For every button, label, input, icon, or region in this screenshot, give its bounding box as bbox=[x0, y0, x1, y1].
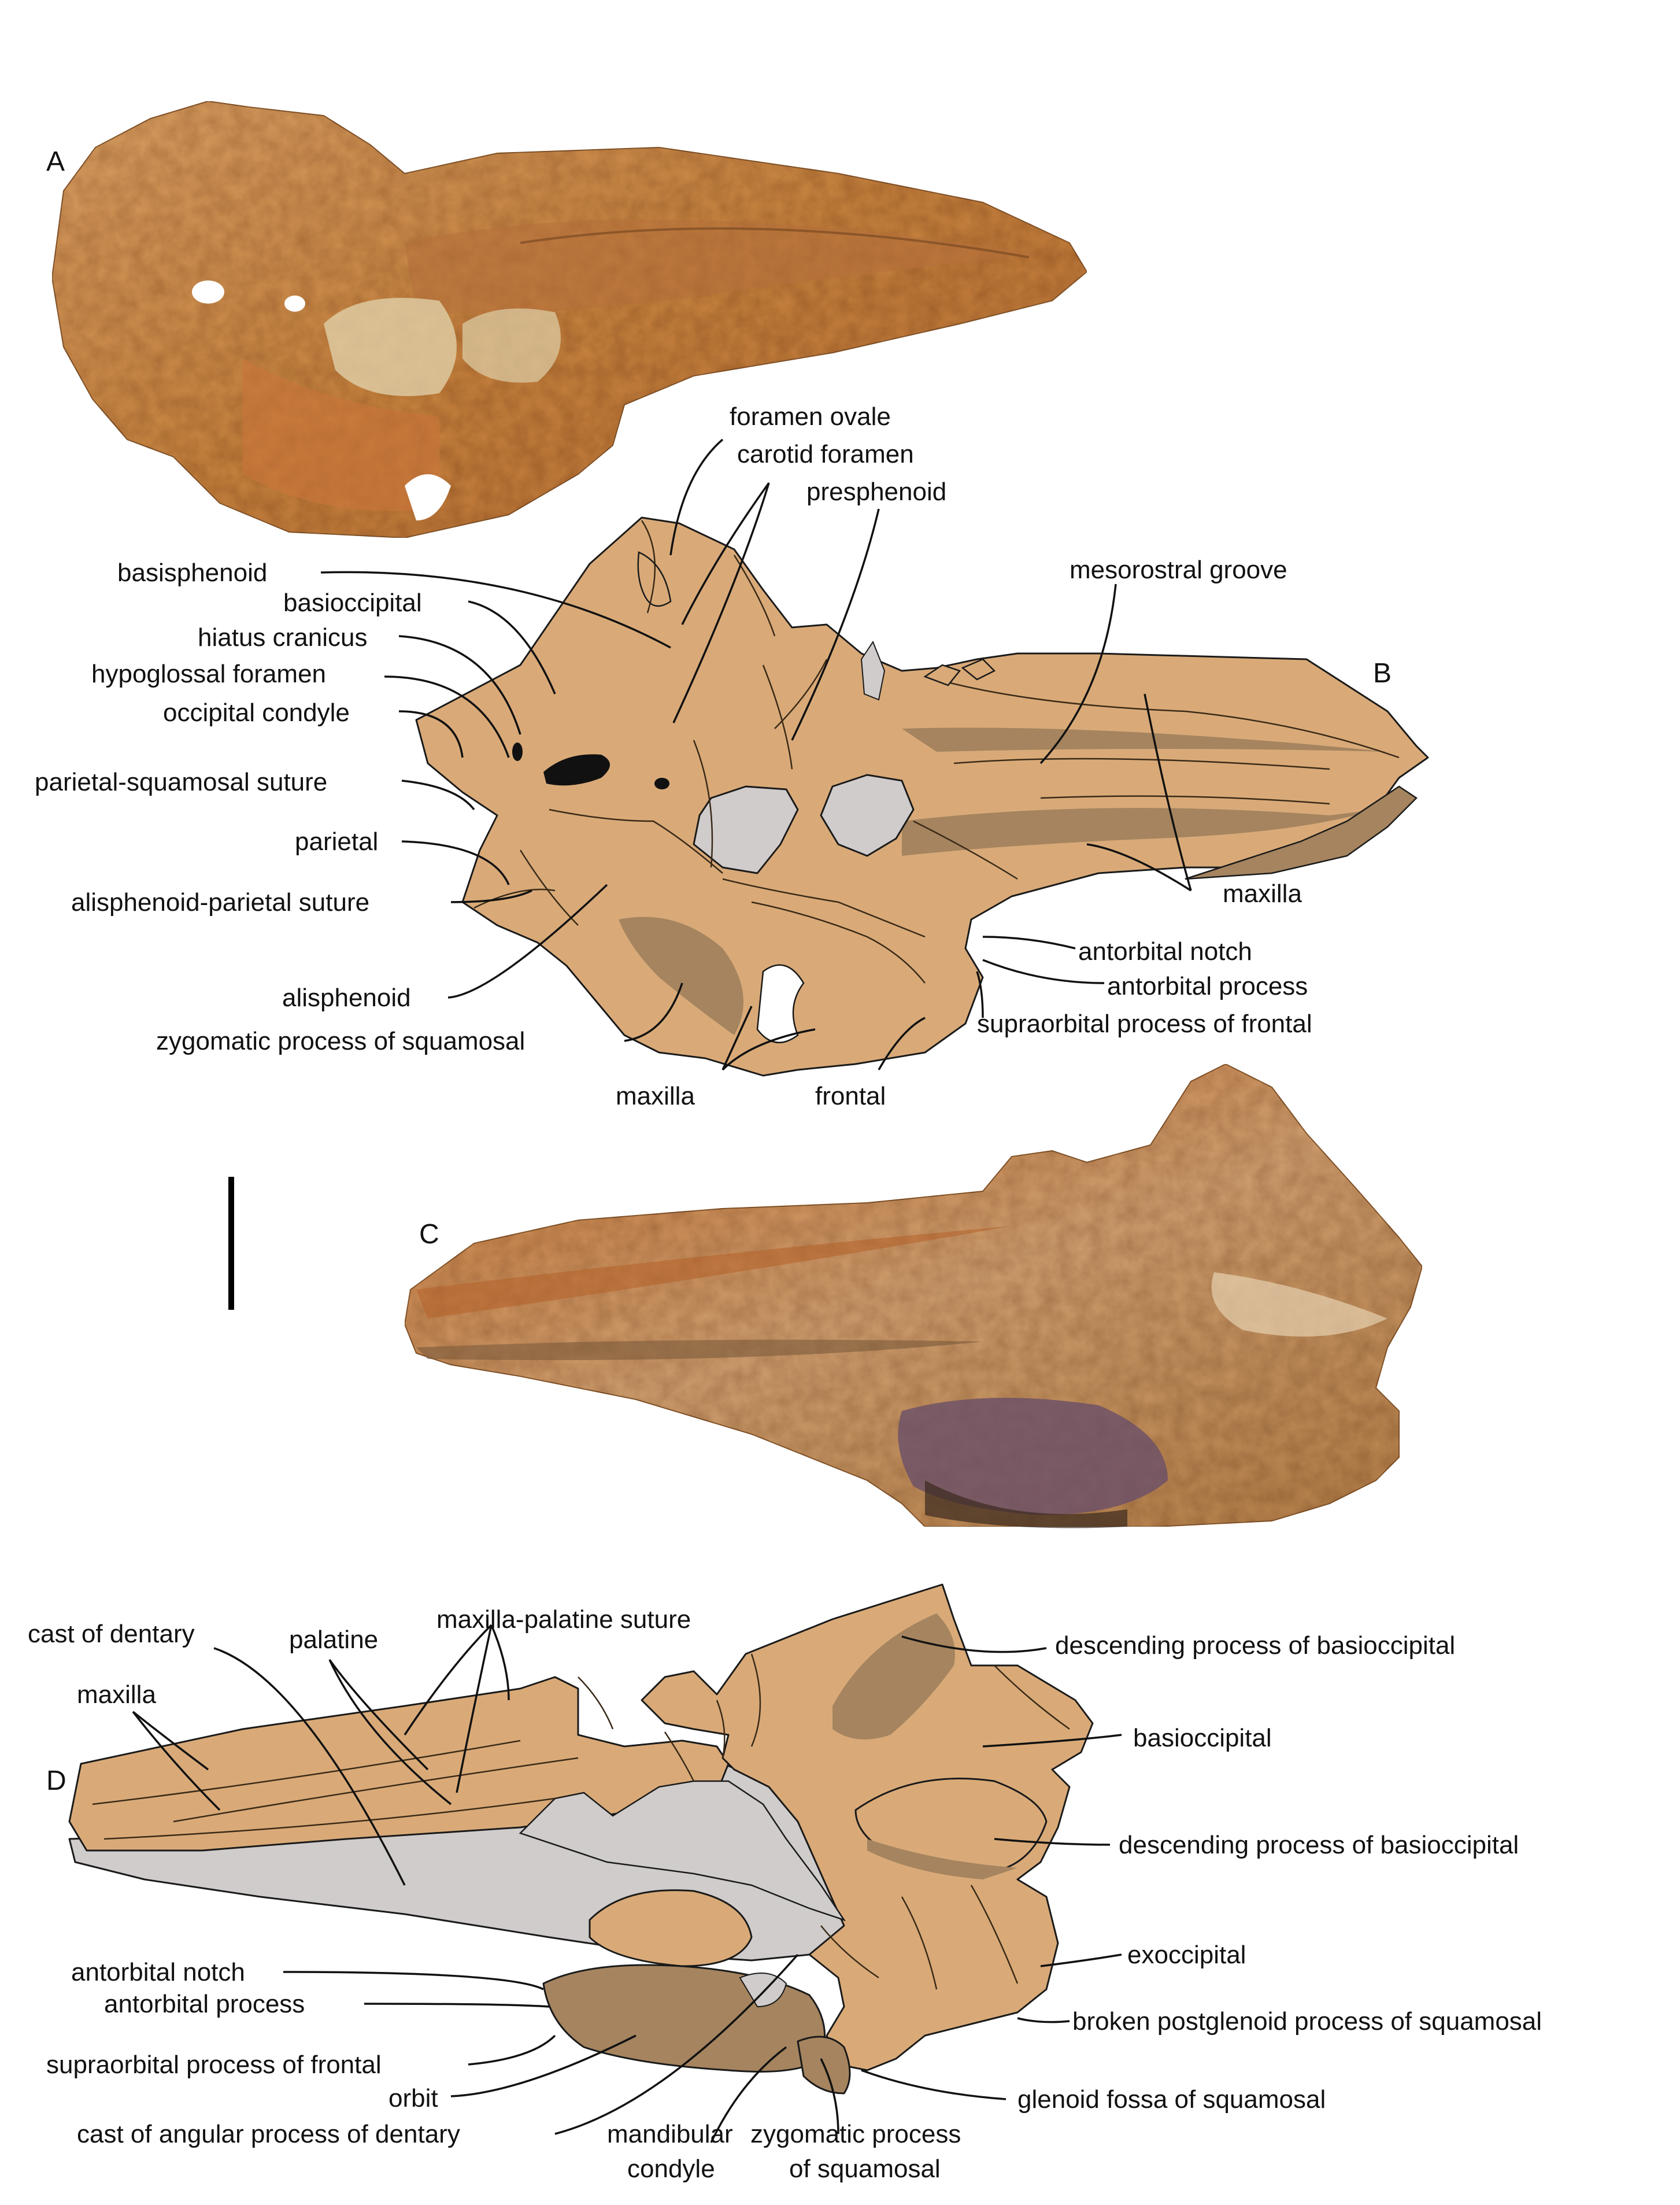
label-antorbital-process: antorbital process bbox=[1107, 972, 1308, 1000]
scale-bar bbox=[228, 1177, 234, 1310]
label-basioccipital: basioccipital bbox=[283, 589, 422, 617]
label-parietal-squamosal-suture: parietal-squamosal suture bbox=[35, 768, 327, 796]
panel-d-matrix bbox=[519, 1780, 846, 1922]
panel-b-zygomatic-shadow bbox=[619, 917, 743, 1035]
label-cast-of-angular-process: cast of angular process of dentary bbox=[77, 2120, 460, 2148]
label-basioccipital-d: basioccipital bbox=[1133, 1724, 1272, 1752]
label-orbit: orbit bbox=[388, 2084, 438, 2112]
panel-d-drawing: D bbox=[46, 1583, 1094, 2095]
label-zygomatic-process-2: of squamosal bbox=[789, 2155, 941, 2183]
panel-label-b: B bbox=[1373, 658, 1392, 689]
label-palatine: palatine bbox=[289, 1626, 378, 1654]
label-supraorbital-process-of-frontal: supraorbital process of frontal bbox=[977, 1010, 1312, 1038]
panel-b-hypoglossal-foramen bbox=[512, 743, 523, 761]
panel-b-foramen-small bbox=[654, 778, 669, 789]
label-hypoglossal-foramen: hypoglossal foramen bbox=[91, 660, 326, 688]
label-maxilla-palatine-suture: maxilla-palatine suture bbox=[436, 1605, 691, 1634]
panel-b-rostrum-edge bbox=[1185, 785, 1418, 880]
panel-label-d: D bbox=[46, 1766, 66, 1796]
panel-d-leaders bbox=[132, 1624, 1122, 2143]
panel-c-specimen: C bbox=[404, 1063, 1423, 1528]
label-supraorbital-process-d: supraorbital process of frontal bbox=[46, 2051, 382, 2079]
label-hiatus-cranicus: hiatus cranicus bbox=[198, 623, 367, 652]
label-antorbital-process-d: antorbital process bbox=[104, 1990, 305, 2018]
label-mandibular-condyle-1: mandibular bbox=[607, 2120, 733, 2148]
panel-b-matrix-top bbox=[860, 640, 886, 701]
label-mesorostral-groove: mesorostral groove bbox=[1070, 556, 1287, 584]
label-presphenoid: presphenoid bbox=[806, 478, 946, 506]
label-cast-of-dentary: cast of dentary bbox=[28, 1620, 195, 1648]
label-zygomatic-process-1: zygomatic process bbox=[750, 2120, 961, 2148]
label-maxilla: maxilla bbox=[77, 1680, 156, 1709]
panel-b-crest bbox=[923, 658, 996, 686]
panel-d-condyle bbox=[589, 1889, 753, 1967]
label-occipital-condyle: occipital condyle bbox=[163, 699, 350, 727]
panel-b-matrix-left bbox=[693, 785, 799, 874]
label-alisphenoid-parietal-suture: alisphenoid-parietal suture bbox=[71, 888, 369, 917]
label-frontal: frontal bbox=[815, 1082, 886, 1110]
panel-b-matrix-right bbox=[820, 774, 915, 857]
label-antorbital-notch: antorbital notch bbox=[1078, 937, 1252, 966]
label-descending-process-mid: descending process of basioccipital bbox=[1119, 1831, 1519, 1859]
panel-d-labels: cast of dentary palatine maxilla-palatin… bbox=[28, 1605, 1542, 2183]
panel-label-c: C bbox=[419, 1219, 439, 1250]
panel-label-a: A bbox=[46, 146, 65, 177]
panel-b-drawing: B bbox=[415, 516, 1429, 1077]
label-zygomatic-process-of-squamosal: zygomatic process of squamosal bbox=[156, 1027, 525, 1055]
panel-b-foramen-ovale-shape bbox=[637, 551, 672, 607]
label-exoccipital: exoccipital bbox=[1127, 1941, 1246, 1969]
label-glenoid-fossa: glenoid fossa of squamosal bbox=[1017, 2085, 1326, 2114]
label-alisphenoid: alisphenoid bbox=[282, 984, 411, 1012]
panel-b-mesorostral-shadow bbox=[902, 727, 1387, 752]
panel-b-rostrum-shadow bbox=[902, 808, 1376, 856]
panel-b-hiatus-cranicus bbox=[543, 754, 610, 786]
label-maxilla-right: maxilla bbox=[1223, 880, 1302, 908]
panel-b-labels: foramen ovale carotid foramen presphenoi… bbox=[35, 402, 1312, 1110]
panel-d-descending-process-shadow bbox=[867, 1839, 1017, 1879]
label-descending-process-top: descending process of basioccipital bbox=[1055, 1631, 1455, 1660]
label-maxilla-bottom: maxilla bbox=[616, 1082, 695, 1110]
label-carotid-foramen: carotid foramen bbox=[737, 440, 914, 468]
panel-a-specimen: A bbox=[46, 100, 1088, 539]
label-parietal: parietal bbox=[295, 828, 378, 856]
panel-a-skull bbox=[51, 100, 1088, 539]
panel-c-skull bbox=[404, 1063, 1423, 1527]
label-broken-postglenoid: broken postglenoid process of squamosal bbox=[1072, 2007, 1542, 2036]
label-mandibular-condyle-2: condyle bbox=[627, 2155, 715, 2183]
panel-b-orbit-gap bbox=[756, 964, 805, 1044]
panel-d-descending-process-dark bbox=[832, 1613, 955, 1739]
panel-b-leaders bbox=[320, 438, 1192, 1071]
label-basisphenoid: basisphenoid bbox=[117, 559, 267, 587]
label-antorbital-notch-d: antorbital notch bbox=[71, 1958, 245, 1986]
label-foramen-ovale: foramen ovale bbox=[730, 402, 891, 431]
